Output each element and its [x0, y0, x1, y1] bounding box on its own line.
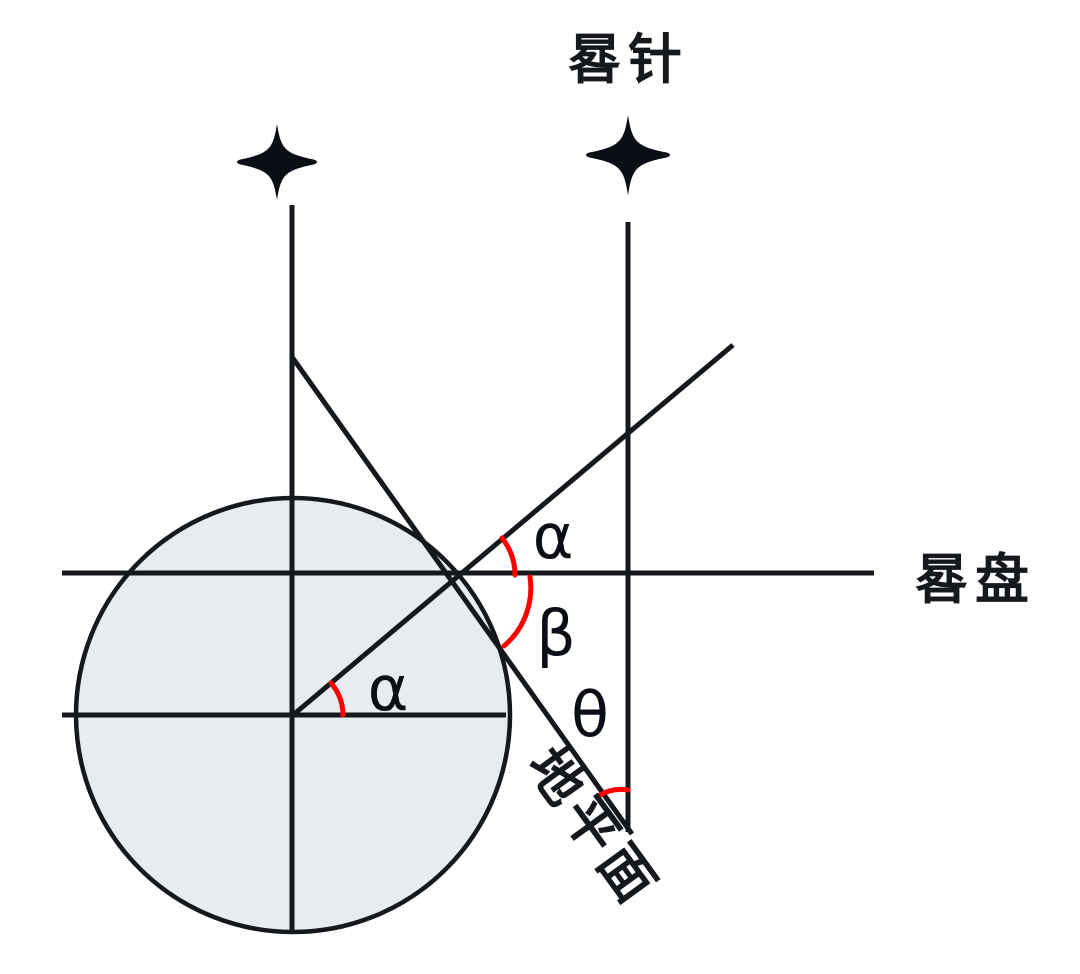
- alpha-angle-arc-intersection: [499, 535, 518, 578]
- four-pointed-star-icon-right: [586, 115, 670, 195]
- horizon-plane-line: [289, 355, 635, 836]
- theta-angle-arc: [597, 786, 631, 798]
- beta-angle-arc: [501, 574, 534, 649]
- gnomon-label: 晷针: [568, 28, 688, 91]
- alpha-symbol-center: α: [368, 652, 409, 725]
- four-pointed-star-icon-left: [237, 124, 317, 200]
- dial-plate-label: 晷盘: [915, 548, 1035, 611]
- theta-symbol: θ: [571, 678, 609, 751]
- horizon-plane-label: 地平面: [515, 736, 672, 919]
- beta-symbol: β: [536, 597, 576, 670]
- alpha-symbol-intersection: α: [533, 500, 574, 573]
- sun-ray-line: [291, 343, 735, 717]
- alpha-angle-arc-center: [328, 680, 346, 718]
